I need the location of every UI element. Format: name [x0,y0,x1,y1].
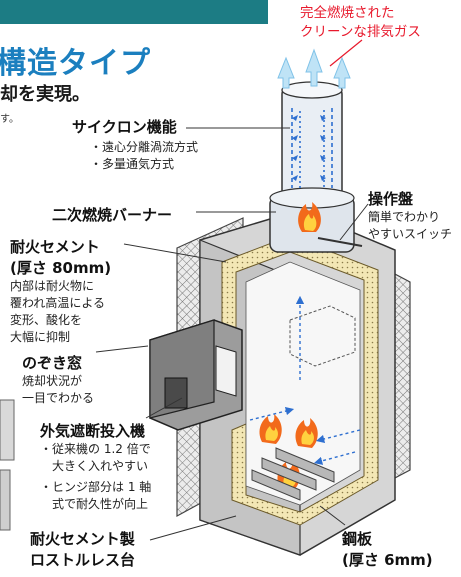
window-title: のぞき窓 [22,354,83,372]
cyclone-label: サイクロン機能 ・遠心分離渦流方式 ・多量通気方式 [72,116,198,173]
window-desc-1: 焼却状況が [22,374,83,388]
cyclone-arrows [292,115,326,181]
panel-desc-1: 簡単でわかり [368,210,441,224]
refractory-cement-lining [221,235,379,526]
steel-thickness: (厚さ 6mm) [342,551,433,569]
grate-bars [251,447,335,501]
control-box-outline [289,305,356,367]
cement-thickness: (厚さ 80mm) [10,259,112,277]
header-color-bar [0,0,268,24]
cement-desc-2: 覆われ高温による [10,296,106,310]
cement-label: 耐火セメント (厚さ 80mm) 内部は耐火物に 覆われ高温による 変形、酸化を… [10,236,111,346]
chimney-top [281,87,343,197]
inlet-item-2: 大きく入れやすい [52,459,149,473]
exhaust-pointer [329,39,363,67]
burner-label: 二次燃焼バーナー [52,206,173,224]
exhaust-gas-label: 完全燃焼された クリーンな排気ガス [300,4,421,42]
cement-desc-1: 内部は耐火物に [10,279,95,293]
panel-title: 操作盤 [368,190,414,208]
window-label: のぞき窓 焼却状況が 一目でわかる [22,352,94,407]
left-partial-machine-lower [0,469,11,531]
inlet-item-1: ・従来機の 1.2 倍で [40,442,151,456]
panel-desc-2: やすいスイッチ [368,227,453,241]
combustion-chamber [245,261,361,506]
chimney-neck-rim [269,187,355,209]
cyclone-item-2: ・多量通気方式 [90,157,175,171]
secondary-burner-flame [298,202,321,232]
exhaust-line-1: 完全燃焼された [300,5,395,21]
steel-label: 鋼板 (厚さ 6mm) [342,528,433,570]
base-title-2: ロストルレス台 [30,551,136,569]
page-subtitle: 却を実現。 [0,84,90,105]
base-title-1: 耐火セメント製 [30,530,135,548]
steel-title: 鋼板 [342,530,373,548]
intro-note: す。 [0,114,19,125]
lower-airflow [249,295,361,465]
page-title: 構造タイプ [0,46,151,81]
cyclone-title: サイクロン機能 [72,118,177,136]
base-label: 耐火セメント製 ロストルレス台 [30,528,135,570]
exhaust-arrows [277,48,351,89]
viewing-window [164,377,188,409]
cement-desc-3: 変形、酸化を [10,313,83,327]
inlet-item-4: 式で耐久性が向上 [52,497,149,511]
cement-desc-4: 大幅に抑制 [10,330,71,344]
inlet-item-3: ・ヒンジ部分は 1 軸 [40,480,152,494]
viewing-window-glass [215,345,237,397]
window-desc-2: 一目でわかる [22,391,95,405]
leader-lines [95,127,369,541]
exhaust-line-2: クリーンな排気ガス [300,24,421,40]
inlet-label: 外気遮断投入機 ・従来機の 1.2 倍で 大きく入れやすい ・ヒンジ部分は 1 … [40,420,151,513]
burner-rod [317,237,363,247]
inlet-title: 外気遮断投入機 [40,422,146,440]
left-partial-machine [0,399,15,461]
cyclone-item-1: ・遠心分離渦流方式 [90,140,199,154]
panel-label: 操作盤 簡単でわかり やすいスイッチ [368,188,452,243]
cement-title: 耐火セメント [10,238,100,256]
cyclone-airflow [291,108,333,188]
